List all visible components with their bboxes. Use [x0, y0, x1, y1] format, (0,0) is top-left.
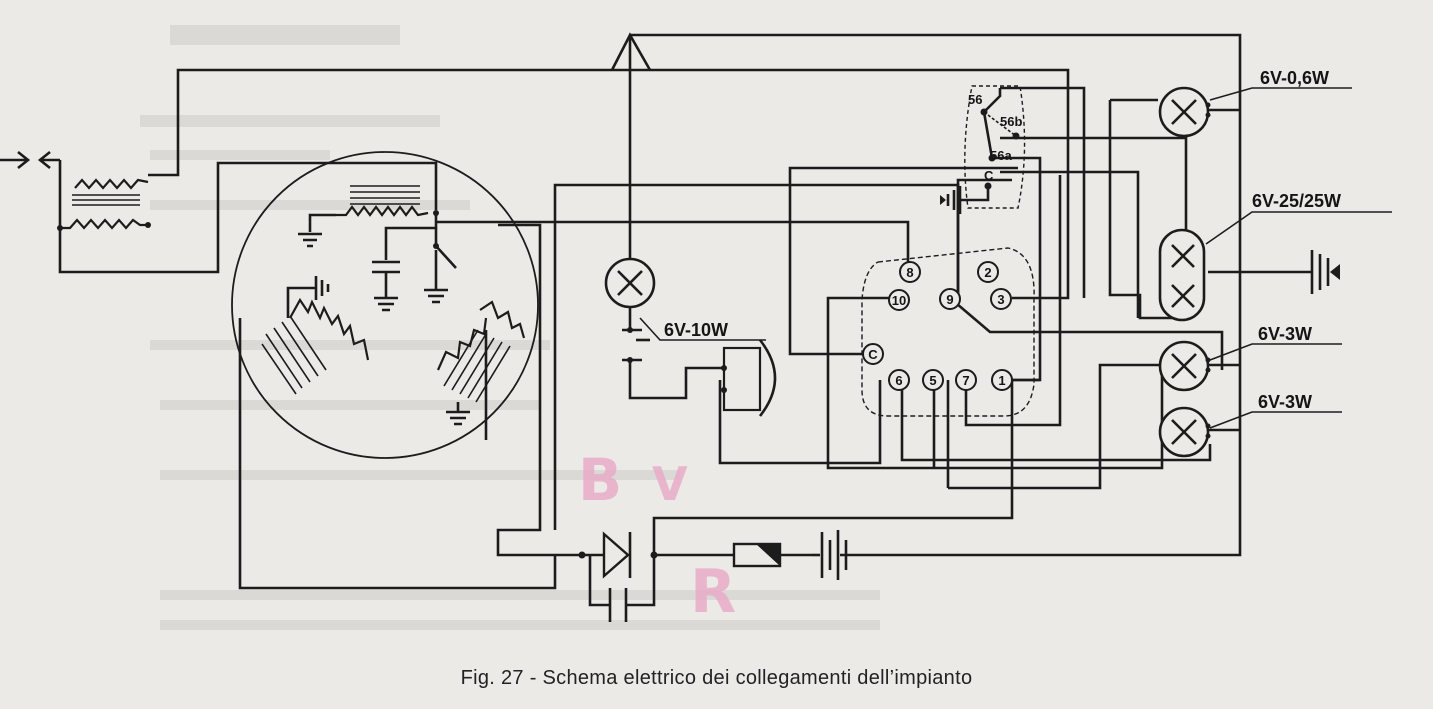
- terminal-6: 6: [888, 369, 910, 391]
- lamp-ind1: [1158, 340, 1211, 392]
- label-lamp-ind2: 6V-3W: [1258, 392, 1312, 412]
- switch-label-56: 56: [968, 92, 982, 107]
- label-lamp-head: 6V-25/25W: [1252, 191, 1341, 211]
- terminal-8-label: 8: [906, 265, 913, 280]
- annotation-r: R: [690, 557, 736, 627]
- rectifier: [578, 531, 658, 579]
- terminal-2: 2: [977, 261, 999, 283]
- label-lamp-stop: 6V-10W: [664, 320, 728, 340]
- light-switch: 56 56b 56a C: [940, 85, 1026, 214]
- terminal-5-label: 5: [929, 373, 936, 388]
- terminal-7: 7: [955, 369, 977, 391]
- terminal-9-label: 9: [946, 292, 953, 307]
- terminal-1: 1: [991, 369, 1013, 391]
- lamp-ind2: [1158, 406, 1211, 458]
- lamp-head: [1158, 228, 1206, 322]
- annotation-v: V: [652, 457, 688, 511]
- terminal-3: 3: [990, 288, 1012, 310]
- label-leaders: [639, 87, 1392, 429]
- terminal-c: C: [862, 343, 884, 365]
- terminal-1-label: 1: [998, 373, 1005, 388]
- magneto-internals: [261, 185, 526, 426]
- terminal-3-label: 3: [997, 292, 1004, 307]
- battery: [812, 530, 848, 580]
- horn: [721, 339, 777, 417]
- lamp-tail: [1158, 86, 1211, 138]
- terminal-8: 8: [899, 261, 921, 283]
- terminal-10: 10: [888, 289, 910, 311]
- terminal-block: [861, 247, 1035, 417]
- ground-right: [1310, 250, 1340, 294]
- figure-caption: Fig. 27 - Schema elettrico dei collegame…: [460, 667, 973, 689]
- switch-label-56b: 56b: [1000, 114, 1022, 129]
- label-lamp-ind1: 6V-3W: [1258, 324, 1312, 344]
- terminal-6-label: 6: [895, 373, 902, 388]
- wiring: [0, 32, 1312, 607]
- terminal-2-label: 2: [984, 265, 991, 280]
- switch-label-c: C: [984, 168, 994, 183]
- magneto-circle: [231, 151, 539, 459]
- terminal-c-label: C: [868, 347, 878, 362]
- terminal-10-label: 10: [892, 293, 906, 308]
- switch-label-56a: 56a: [990, 148, 1012, 163]
- left-coil: [57, 178, 151, 231]
- capacitor: [608, 588, 628, 622]
- stop-switch: [622, 327, 642, 363]
- background-bleed: [140, 25, 880, 630]
- label-lamp-tail: 6V-0,6W: [1260, 68, 1329, 88]
- fuse: [732, 542, 782, 568]
- lamp-stop: [604, 257, 656, 309]
- terminal-7-label: 7: [962, 373, 969, 388]
- terminal-5: 5: [922, 369, 944, 391]
- terminal-9: 9: [939, 288, 961, 310]
- annotation-b: B: [578, 446, 622, 514]
